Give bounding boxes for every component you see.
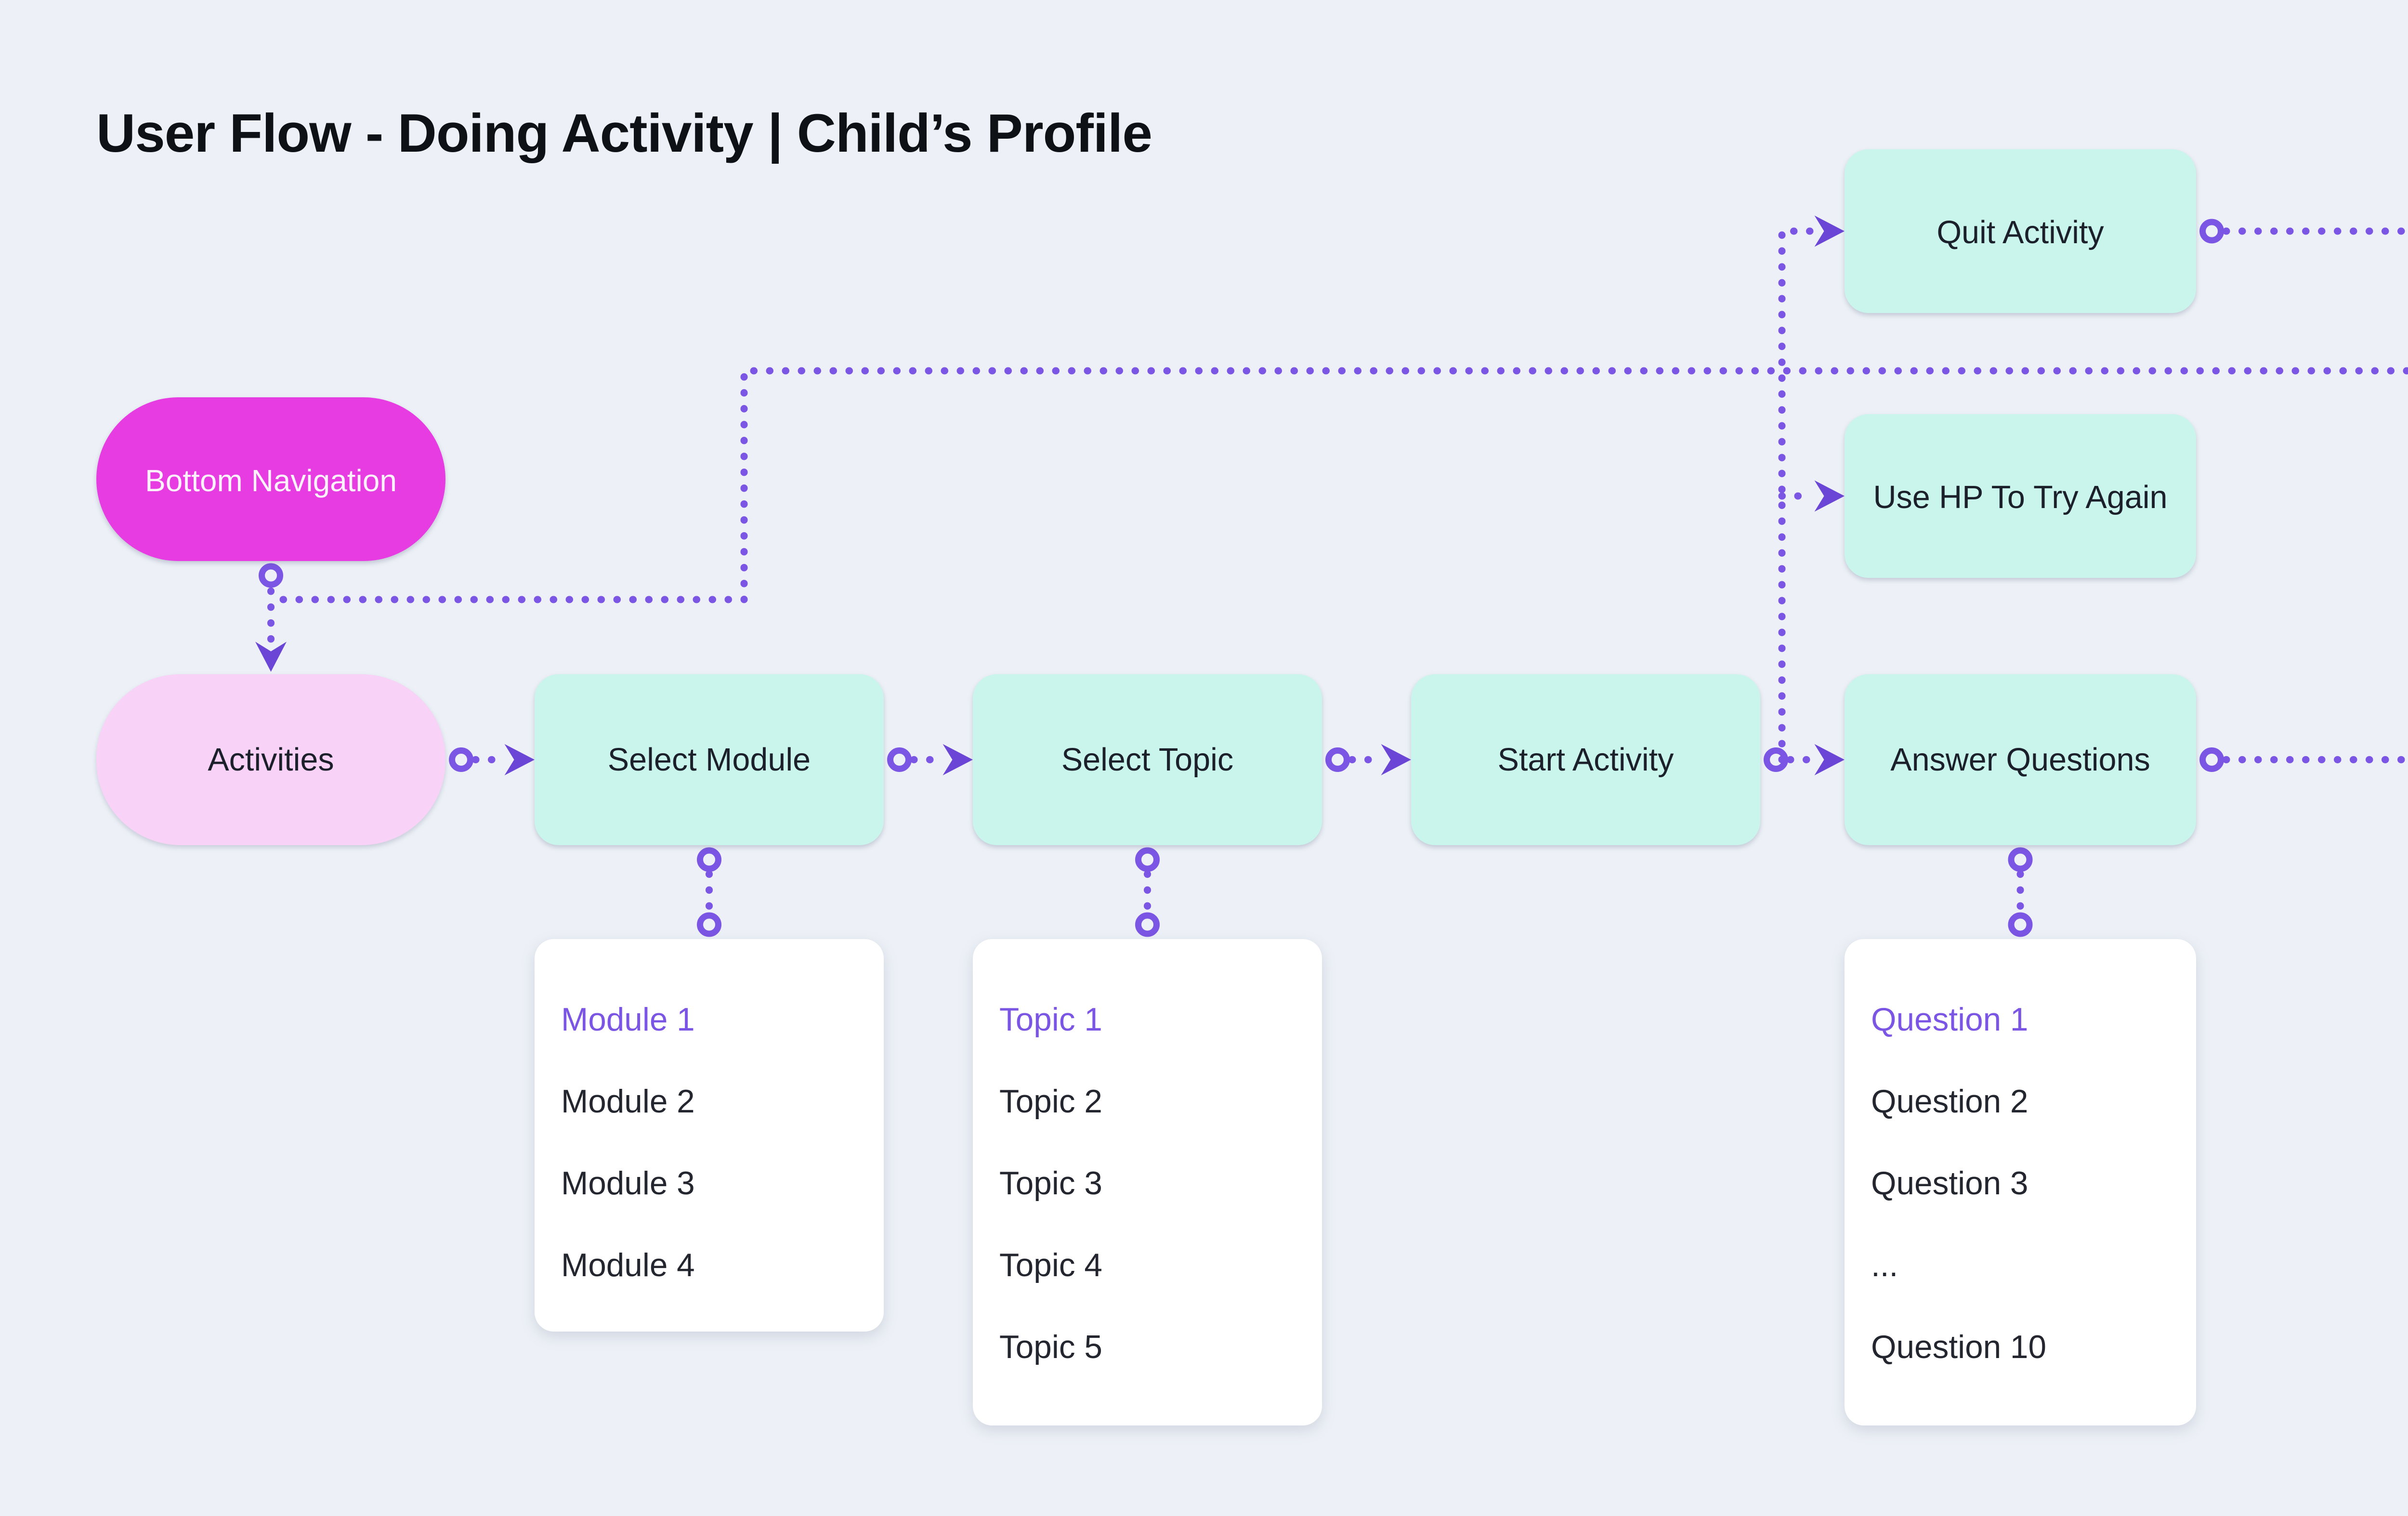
connector-end-dot <box>1135 912 1160 937</box>
connector-start-dot <box>2199 219 2224 244</box>
connector-select-module-to-module-list <box>697 847 722 937</box>
arrowhead-icon <box>1814 215 1845 247</box>
connector-confirm-quit-feedback-to-activities <box>267 367 2408 603</box>
arrowhead-icon <box>1814 480 1845 512</box>
node-select-module[interactable]: Select Module <box>535 674 884 845</box>
connector-start-dot <box>1325 747 1350 772</box>
node-activities[interactable]: Activities <box>96 674 445 845</box>
connector-select-module-to-select-topic <box>887 744 973 775</box>
node-select-topic[interactable]: Select Topic <box>973 674 1322 845</box>
node-use-hp-to-try-again[interactable]: Use HP To Try Again <box>1845 414 2196 578</box>
connector-branch-to-quit-activity <box>1778 215 1845 763</box>
connector-start-dot <box>697 847 722 872</box>
question-list-card[interactable]: Question 1 Question 2 Question 3 ... Que… <box>1845 939 2196 1425</box>
arrowhead-icon <box>255 641 287 672</box>
list-item: Question 2 <box>1871 1084 2028 1120</box>
connector-branch-to-use-hp <box>1778 480 1845 512</box>
list-item: Module 1 <box>561 1002 695 1038</box>
connector-start-dot <box>887 747 912 772</box>
module-list-card[interactable]: Module 1 Module 2 Module 3 Module 4 <box>535 939 884 1332</box>
arrowhead-icon <box>1381 744 1412 775</box>
list-item: Topic 4 <box>999 1247 1102 1283</box>
connector-start-dot <box>259 563 284 588</box>
connector-answer-questions-to-complete <box>2199 747 2408 772</box>
connector-answer-questions-to-question-list <box>2008 847 2033 937</box>
connector-bottom-navigation-to-activities <box>255 563 287 672</box>
list-item: Question 1 <box>1871 1002 2028 1038</box>
list-item: Topic 3 <box>999 1165 1102 1202</box>
node-start-activity[interactable]: Start Activity <box>1411 674 1760 845</box>
node-label: Bottom Navigation <box>145 461 397 497</box>
list-item: Topic 5 <box>999 1329 1102 1365</box>
connector-start-dot <box>2008 847 2033 872</box>
node-label: Activities <box>208 742 334 778</box>
topic-list-card[interactable]: Topic 1 Topic 2 Topic 3 Topic 4 Topic 5 <box>973 939 1322 1425</box>
arrowhead-icon <box>504 744 535 775</box>
node-label: Select Module <box>607 742 811 778</box>
list-item: Module 2 <box>561 1084 695 1120</box>
list-item: Question 10 <box>1871 1329 2047 1365</box>
connector-start-dot <box>1135 847 1160 872</box>
connector-start-dot <box>2199 747 2224 772</box>
connector-quit-to-confirm <box>2199 219 2408 244</box>
connector-end-dot <box>2008 912 2033 937</box>
list-item: Module 4 <box>561 1247 695 1283</box>
node-quit-activity[interactable]: Quit Activity <box>1845 149 2196 313</box>
node-label: Start Activity <box>1497 742 1674 778</box>
connector-select-topic-to-topic-list <box>1135 847 1160 937</box>
connector-select-topic-to-start-activity <box>1325 744 1412 775</box>
list-item: Module 3 <box>561 1165 695 1202</box>
list-item: Topic 2 <box>999 1084 1102 1120</box>
connector-end-dot <box>697 912 722 937</box>
arrowhead-icon <box>942 744 973 775</box>
list-item: Question 3 <box>1871 1165 2028 1202</box>
node-label: Answer Questions <box>1890 742 2150 778</box>
connector-activities-to-select-module <box>449 744 535 775</box>
node-label: Use HP To Try Again <box>1873 478 2168 514</box>
node-answer-questions[interactable]: Answer Questions <box>1845 674 2196 845</box>
node-bottom-navigation[interactable]: Bottom Navigation <box>96 397 445 561</box>
list-item: ... <box>1871 1247 1898 1283</box>
page-title: User Flow - Doing Activity | Child’s Pro… <box>96 104 1152 164</box>
node-label: Quit Activity <box>1937 213 2104 249</box>
list-item: Topic 1 <box>999 1002 1102 1038</box>
dotted-line <box>1778 227 1815 763</box>
connector-start-dot <box>449 747 474 772</box>
arrowhead-icon <box>1814 744 1845 775</box>
dotted-line <box>267 367 2408 603</box>
node-label: Select Topic <box>1061 742 1234 778</box>
